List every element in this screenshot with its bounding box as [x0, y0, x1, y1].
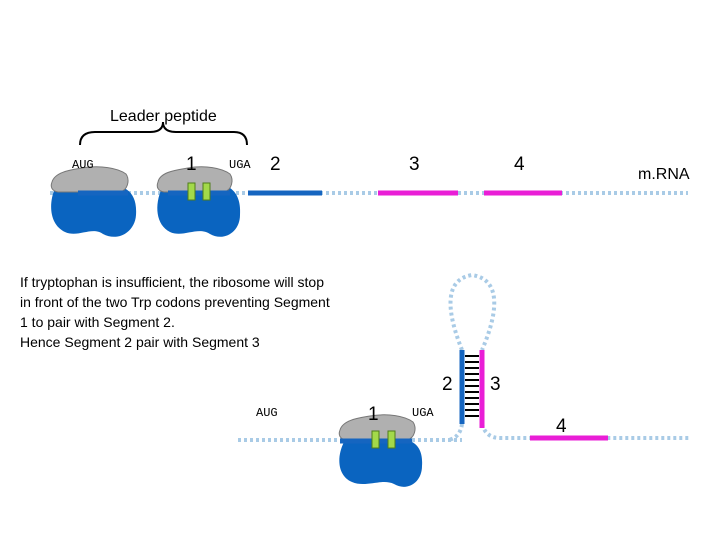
hairpin-loop — [448, 272, 497, 351]
segment-2-label-bottom: 2 — [442, 374, 453, 395]
ribosome-small-subunit — [156, 166, 233, 193]
trp-codon-icon — [387, 430, 396, 449]
ribosome-large-subunit — [51, 188, 137, 237]
segment-3-label: 3 — [409, 154, 420, 175]
mrna-label: m.RNA — [638, 166, 690, 183]
segment-4-label-bottom: 4 — [556, 416, 567, 437]
segment-3-label-bottom: 3 — [490, 374, 501, 395]
ribosome-stalled-bottom — [338, 414, 423, 487]
explanation-text: If tryptophan is insufficient, the ribos… — [20, 274, 330, 350]
segment-4-label: 4 — [514, 154, 525, 175]
start-codon-label: AUG — [72, 158, 94, 172]
base-pair-rungs — [465, 355, 479, 417]
stop-codon-label-bottom: UGA — [412, 406, 434, 420]
stop-codon-label: UGA — [229, 158, 251, 172]
trp-codon-icon — [187, 182, 196, 201]
mrna-stem-base — [447, 423, 464, 442]
trp-codon-icon — [202, 182, 211, 201]
segment-1-label-bottom: 1 — [368, 404, 379, 425]
segment-1-label: 1 — [186, 154, 197, 175]
start-codon-label-bottom: AUG — [256, 406, 278, 420]
ribosome-at-aug — [50, 166, 137, 237]
ribosome-small-subunit — [50, 166, 129, 193]
trp-codon-icon — [371, 430, 380, 449]
leader-peptide-label: Leader peptide — [110, 108, 217, 125]
ribosome-large-subunit — [157, 188, 241, 237]
segment-2-label: 2 — [270, 154, 281, 175]
leader-peptide-brace — [79, 121, 248, 146]
ribosome-large-subunit — [339, 442, 423, 487]
ribosome-stalled — [156, 166, 241, 237]
